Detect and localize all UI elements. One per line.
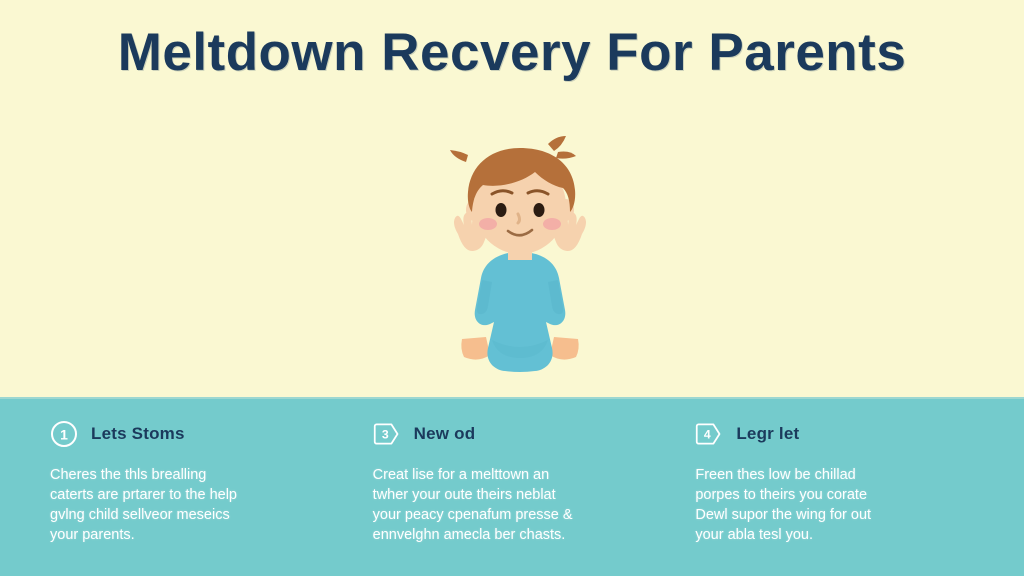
band-divider	[0, 397, 1024, 399]
legs-shape	[461, 337, 579, 360]
smile	[506, 228, 534, 237]
tip-title-2: New od	[413, 424, 476, 443]
right-cheek	[543, 218, 561, 230]
tip-header-2: 3 New od	[373, 419, 652, 449]
tip-body-3: Freen thes low be chillad porpes to thei…	[695, 467, 872, 543]
child-sitting-illustration	[422, 134, 618, 379]
tip-column-3: 4 Legr let Freen thes low be chillad por…	[673, 419, 996, 576]
tip-title-1: Lets Stoms	[91, 424, 185, 443]
left-eye	[495, 203, 507, 217]
tips-band: 1 Lets Stoms Cheres the thls brealling c…	[0, 397, 1024, 576]
tip-column-1: 1 Lets Stoms Cheres the thls brealling c…	[28, 419, 351, 576]
shirt-shape	[474, 252, 566, 372]
right-eye	[533, 203, 545, 217]
tip-header-3: 4 Legr let	[695, 419, 974, 449]
tip-body-1: Cheres the thls brealling caterts are pr…	[50, 467, 237, 543]
step-number-tag-icon: 3	[373, 420, 401, 448]
step-number-1-text: 1	[60, 427, 68, 443]
tip-body-2: Creat lise for a melttown an twher your …	[372, 467, 573, 543]
tip-title-3: Legr let	[736, 424, 800, 443]
hair-shape	[450, 136, 576, 212]
step-number-2-text: 3	[382, 427, 389, 441]
nose	[516, 212, 521, 225]
left-cheek	[479, 218, 497, 230]
step-number-tag-icon: 4	[695, 420, 723, 448]
tip-header-1: 1 Lets Stoms	[50, 419, 329, 449]
right-eyebrow	[526, 189, 550, 196]
left-eyebrow	[490, 189, 514, 196]
page-title: Meltdown Recvery For Parents	[117, 23, 907, 82]
step-number-3-text: 4	[704, 427, 711, 441]
step-number-circle-icon: 1	[50, 420, 78, 448]
tip-column-2: 3 New od Creat lise for a melttown an tw…	[351, 419, 674, 576]
tips-row: 1 Lets Stoms Cheres the thls brealling c…	[0, 397, 1024, 576]
